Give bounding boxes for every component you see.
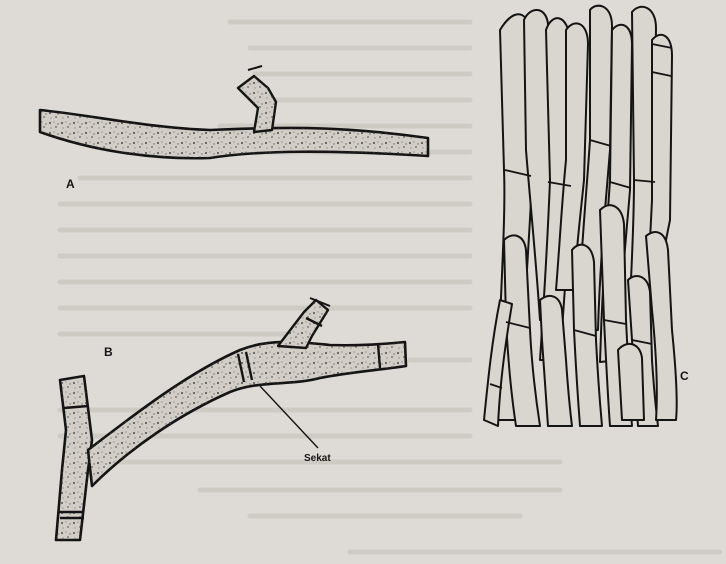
hypha-c-strand xyxy=(650,35,672,240)
hyphae-bundle-c xyxy=(484,6,677,426)
panel-c: C xyxy=(484,6,689,426)
hypha-c-strand xyxy=(618,344,644,420)
sekat-label: Sekat xyxy=(304,453,331,464)
panel-a-label: A xyxy=(66,177,75,191)
panel-b-label: B xyxy=(104,345,113,359)
panel-c-label: C xyxy=(680,369,689,383)
